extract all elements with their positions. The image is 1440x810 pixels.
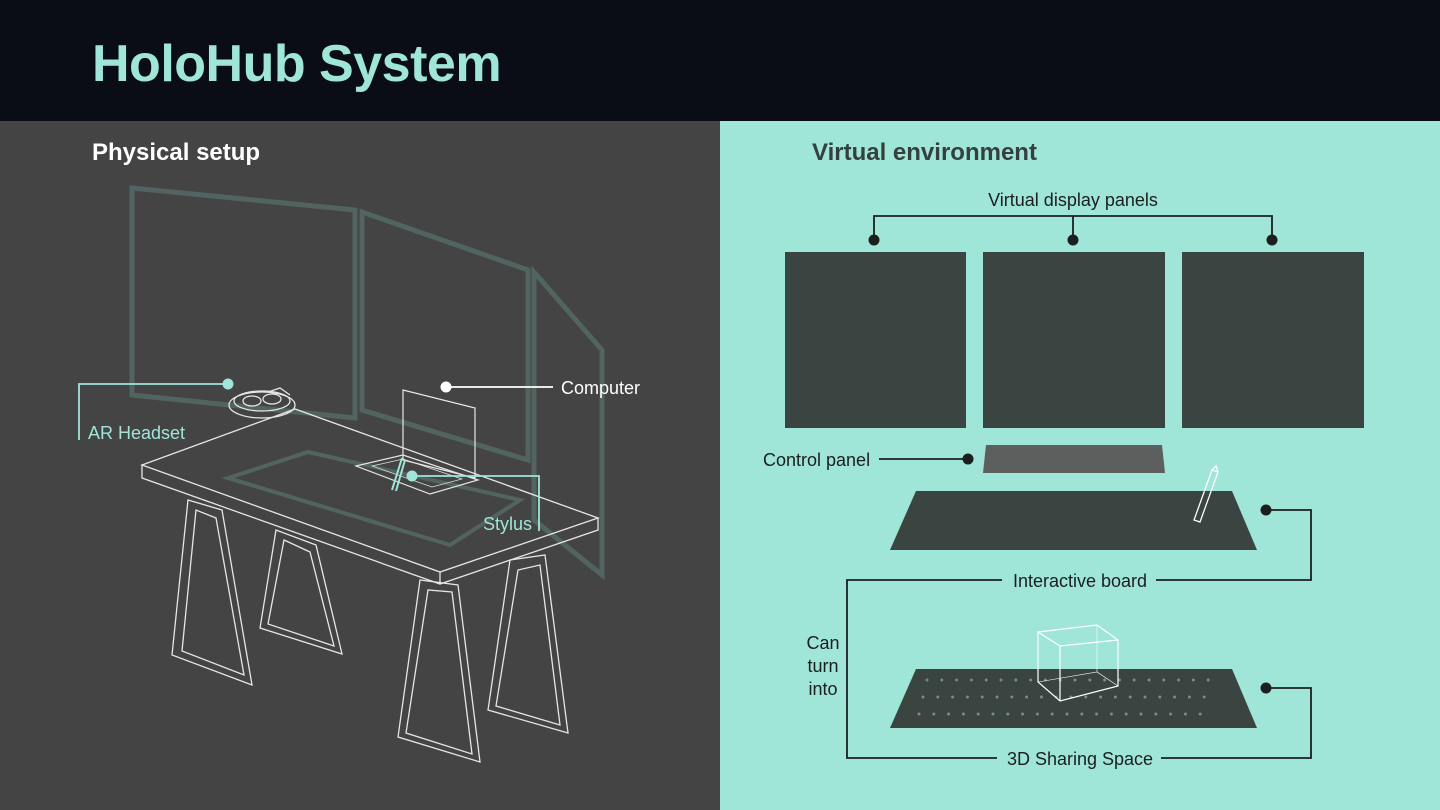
can-turn-into-line-2: turn — [807, 656, 838, 676]
grid-dot — [999, 678, 1003, 682]
grid-dot — [1117, 678, 1121, 682]
stylus-label: Stylus — [483, 514, 532, 534]
grid-dot — [976, 712, 980, 716]
grid-dot — [1084, 695, 1088, 699]
sharing-space-label: 3D Sharing Space — [1007, 749, 1153, 769]
interactive-board-dot — [1260, 504, 1272, 516]
grid-dot — [955, 678, 959, 682]
sharing-space-dot — [1260, 682, 1272, 694]
grid-dot — [1014, 678, 1018, 682]
physical-setup-heading: Physical setup — [92, 139, 261, 166]
can-turn-into-line-3: into — [808, 679, 837, 699]
grid-dot — [1039, 695, 1043, 699]
grid-dot — [1109, 712, 1113, 716]
grid-dot — [1173, 695, 1177, 699]
grid-dot — [917, 712, 921, 716]
grid-dot — [1187, 695, 1191, 699]
grid-dot — [991, 712, 995, 716]
grid-dot — [932, 712, 936, 716]
grid-dot — [1191, 678, 1195, 682]
grid-dot — [1128, 695, 1132, 699]
grid-dot — [1029, 678, 1033, 682]
panel-dot-2 — [1067, 234, 1079, 246]
grid-dot — [969, 678, 973, 682]
page-title: HoloHub System — [92, 35, 502, 93]
grid-dot — [1154, 712, 1158, 716]
grid-dot — [1099, 695, 1103, 699]
grid-dot — [936, 695, 940, 699]
virtual-display-panel-center — [983, 252, 1165, 428]
physical-callouts — [78, 378, 553, 531]
grid-dot — [1025, 695, 1029, 699]
grid-dot — [1073, 678, 1077, 682]
physical-illustration: AR Headset Computer Stylus — [78, 185, 640, 763]
display-panels-label: Virtual display panels — [988, 190, 1158, 210]
grid-dot — [1124, 712, 1128, 716]
grid-dot — [1095, 712, 1099, 716]
grid-dot — [1088, 678, 1092, 682]
control-panel-dot — [962, 453, 974, 465]
grid-dot — [965, 695, 969, 699]
interactive-board — [890, 491, 1257, 550]
grid-dot — [1113, 695, 1117, 699]
computer-label: Computer — [561, 378, 640, 398]
virtual-environment-heading: Virtual environment — [812, 139, 1037, 166]
grid-dot — [1143, 695, 1147, 699]
hologram-cube-icon — [1037, 624, 1119, 702]
control-panel-label: Control panel — [763, 450, 870, 470]
grid-dot — [1021, 712, 1025, 716]
grid-dot — [1177, 678, 1181, 682]
transform-bracket — [846, 579, 1002, 759]
grid-dot — [921, 695, 925, 699]
grid-dot — [1198, 712, 1202, 716]
grid-dot — [980, 695, 984, 699]
grid-dot — [984, 678, 988, 682]
grid-dot — [1035, 712, 1039, 716]
grid-dot — [925, 678, 929, 682]
grid-dot — [1006, 712, 1010, 716]
grid-dot — [1139, 712, 1143, 716]
stylus-icon — [391, 457, 406, 492]
grid-dot — [940, 678, 944, 682]
grid-dot — [947, 712, 951, 716]
grid-dot — [995, 695, 999, 699]
sharing-space-dot-grid — [917, 678, 1210, 716]
ar-headset-icon — [228, 387, 296, 419]
grid-dot — [1183, 712, 1187, 716]
virtual-display-panel-right — [1182, 252, 1364, 428]
grid-dot — [1169, 712, 1173, 716]
virtual-stylus-icon — [1193, 464, 1219, 523]
grid-dot — [1202, 695, 1206, 699]
grid-dot — [1158, 695, 1162, 699]
ar-headset-label: AR Headset — [88, 423, 185, 443]
grid-dot — [1147, 678, 1151, 682]
grid-dot — [1132, 678, 1136, 682]
grid-dot — [1080, 712, 1084, 716]
header-bar: HoloHub System — [0, 0, 1440, 121]
panel-dot-1 — [868, 234, 880, 246]
grid-dot — [1206, 678, 1210, 682]
grid-dot — [961, 712, 965, 716]
grid-dot — [1065, 712, 1069, 716]
virtual-display-panel-left — [785, 252, 966, 428]
table — [140, 408, 600, 763]
grid-dot — [1103, 678, 1107, 682]
grid-dot — [1010, 695, 1014, 699]
can-turn-into-line-1: Can — [806, 633, 839, 653]
holographic-screens — [129, 185, 605, 581]
control-panel — [983, 445, 1165, 473]
panel-dot-3 — [1266, 234, 1278, 246]
grid-dot — [1050, 712, 1054, 716]
grid-dot — [1162, 678, 1166, 682]
grid-dot — [951, 695, 955, 699]
virtual-illustration: Virtual display panels Control panel Int… — [763, 190, 1364, 769]
sharing-space-board — [890, 669, 1257, 728]
interactive-board-label: Interactive board — [1013, 571, 1147, 591]
